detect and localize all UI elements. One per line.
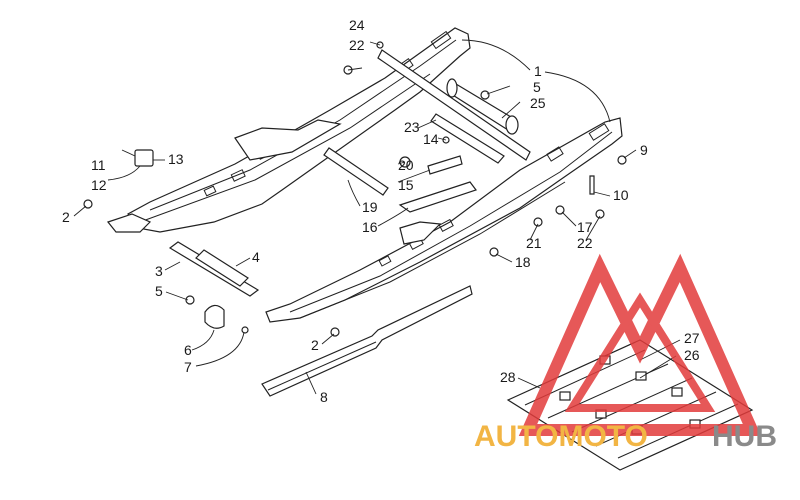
callout-5: 5	[533, 79, 541, 95]
callout-28: 28	[500, 369, 516, 385]
left-rail	[265, 117, 623, 323]
callout-10: 10	[613, 187, 629, 203]
right-rail	[106, 27, 471, 233]
callout-1: 1	[534, 63, 542, 79]
callout-25: 25	[530, 95, 546, 111]
callout-21: 21	[526, 235, 542, 251]
callout-23: 23	[404, 119, 420, 135]
callout-14: 14	[423, 131, 439, 147]
callout-11: 11	[91, 157, 106, 173]
callout-20: 20	[398, 157, 414, 173]
callout-17: 17	[577, 219, 593, 235]
callout-4: 4	[252, 249, 260, 265]
callout-22: 22	[349, 37, 365, 53]
slide-rail	[261, 285, 473, 397]
callout-22-lower: 22	[577, 235, 593, 251]
cross-shafts	[168, 49, 531, 297]
callout-2: 2	[62, 209, 70, 225]
callout-12: 12	[91, 177, 107, 193]
callout-6: 6	[184, 342, 192, 358]
callout-26: 26	[684, 347, 700, 363]
callout-18: 18	[515, 254, 531, 270]
watermark-text-primary: AUTOMOTO	[474, 420, 648, 453]
callout-15: 15	[398, 177, 414, 193]
callout-13: 13	[168, 151, 184, 167]
callout-7: 7	[184, 359, 192, 375]
callout-labels: 24 22 1 5 25 23 14 9 11 13 12 20 15 10 2…	[62, 17, 700, 405]
hardware	[83, 41, 627, 337]
callout-19: 19	[362, 199, 378, 215]
triangle-m-logo-icon	[518, 253, 762, 436]
callout-2-lower: 2	[311, 337, 319, 353]
callout-16: 16	[362, 219, 378, 235]
callout-3: 3	[155, 263, 163, 279]
callout-5-lower: 5	[155, 283, 163, 299]
callout-9: 9	[640, 142, 648, 158]
callout-24: 24	[349, 17, 365, 33]
callout-27: 27	[684, 330, 700, 346]
leader-lines	[73, 39, 681, 395]
callout-8: 8	[320, 389, 328, 405]
watermark-text-secondary: HUB	[712, 420, 777, 453]
